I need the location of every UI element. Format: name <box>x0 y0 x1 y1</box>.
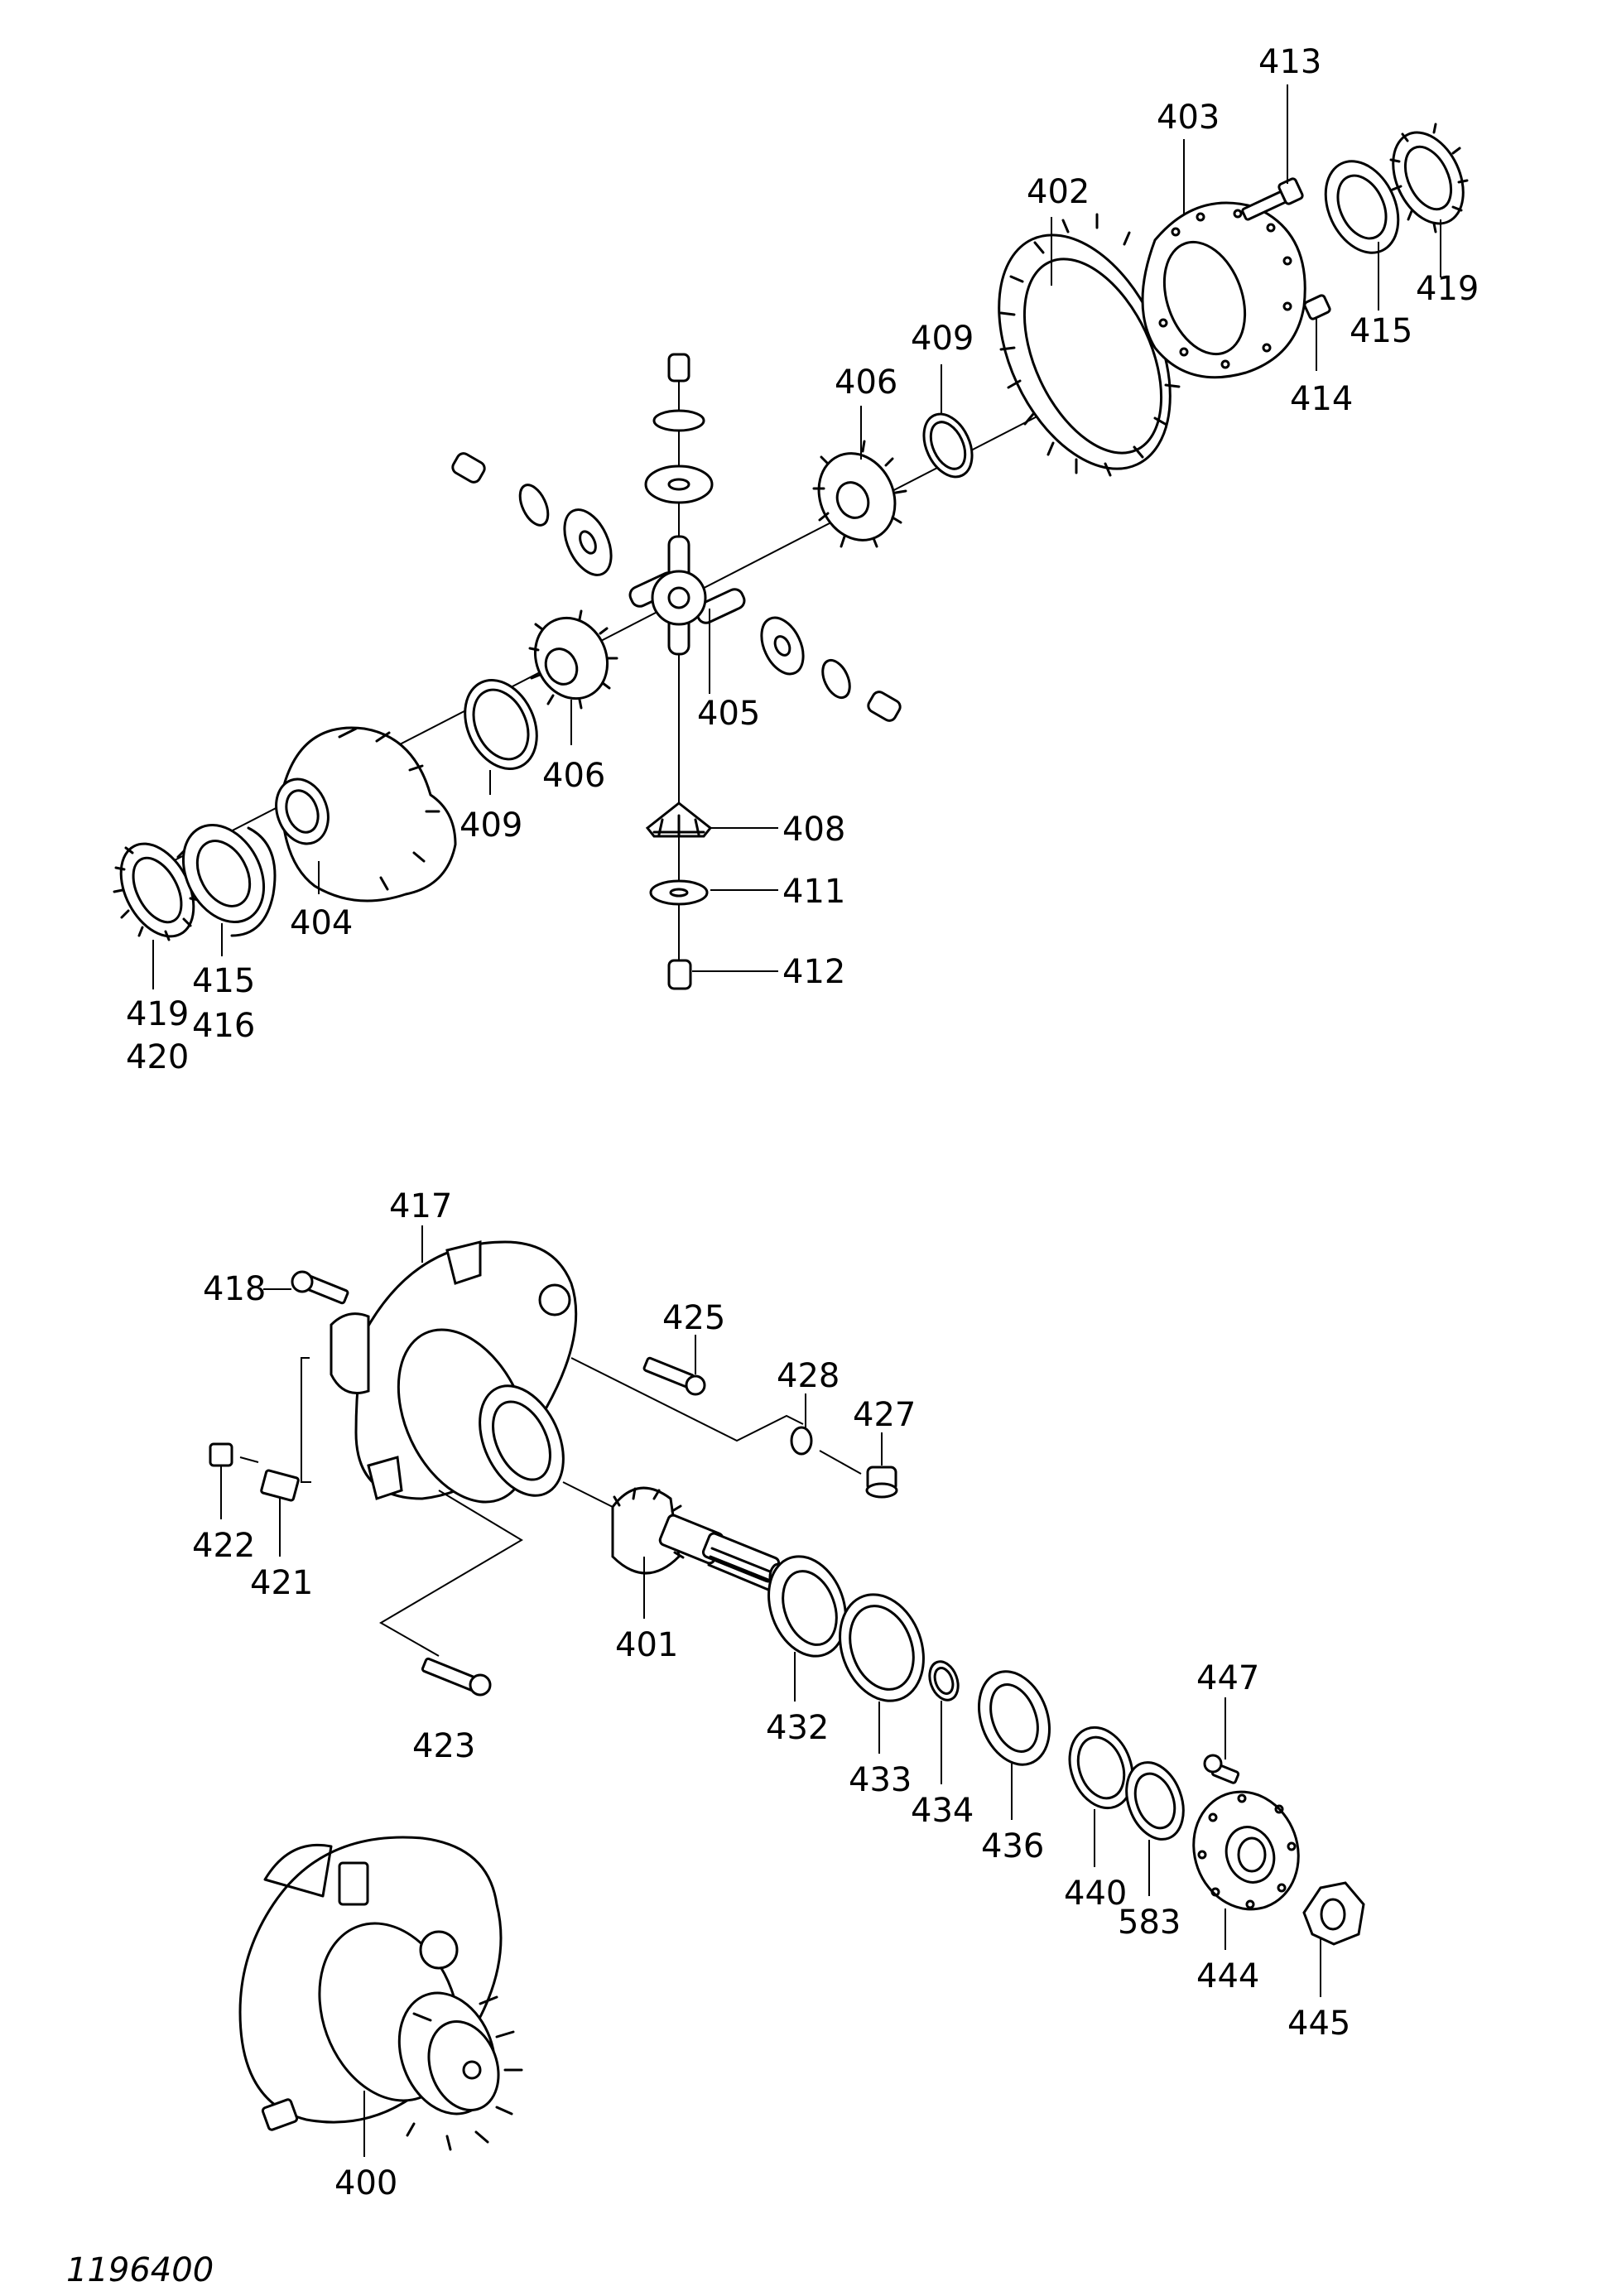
label-447: 447 <box>1196 1659 1259 1697</box>
label-414: 414 <box>1290 380 1353 418</box>
washer-right <box>821 658 851 700</box>
label-418: 418 <box>203 1270 266 1308</box>
label-406-right: 406 <box>835 363 897 402</box>
shim-433 <box>839 1593 925 1702</box>
nut-414 <box>1303 294 1331 320</box>
carrier-assembly <box>209 1240 1365 2151</box>
drain-plug-427 <box>865 1466 898 1499</box>
label-428: 428 <box>777 1357 840 1395</box>
label-415-left: 415 <box>192 962 255 1000</box>
figure-id: 1196400 <box>66 2251 214 2289</box>
label-409-right: 409 <box>911 320 974 358</box>
washer-411 <box>649 879 709 906</box>
ring-gear-402 <box>998 213 1182 477</box>
carrier-assembly-400 <box>238 1836 523 2151</box>
washer-upper <box>652 409 705 432</box>
bearing-432 <box>767 1555 847 1658</box>
label-444: 444 <box>1196 1957 1259 1995</box>
label-406-left: 406 <box>542 757 605 795</box>
label-413: 413 <box>1258 43 1321 81</box>
pin-upper <box>667 353 690 383</box>
label-402: 402 <box>1027 173 1090 211</box>
label-411: 411 <box>782 873 845 911</box>
part-labels: 413 403 402 419 415 409 406 414 405 406 … <box>126 43 1479 2202</box>
label-408: 408 <box>782 811 845 849</box>
label-583: 583 <box>1118 1904 1181 1942</box>
side-gear-406-left <box>528 609 618 710</box>
label-403: 403 <box>1157 99 1220 137</box>
label-419-left: 419 <box>126 995 189 1033</box>
label-404: 404 <box>290 904 353 942</box>
leader-lines <box>152 84 1441 2157</box>
label-400: 400 <box>334 2164 397 2202</box>
label-417: 417 <box>389 1187 452 1225</box>
label-423: 423 <box>412 1727 475 1765</box>
label-445: 445 <box>1287 2005 1350 2043</box>
label-422: 422 <box>192 1527 255 1565</box>
o-ring-428 <box>790 1426 813 1456</box>
side-gear-406-right <box>812 440 907 548</box>
thrust-washer-409-right <box>922 412 974 479</box>
carrier-housing-417 <box>330 1240 578 1504</box>
label-440: 440 <box>1064 1875 1127 1913</box>
pinion-right <box>760 616 805 676</box>
label-412: 412 <box>782 953 845 991</box>
bearing-436 <box>977 1670 1051 1766</box>
washer-440 <box>1068 1726 1134 1810</box>
label-433: 433 <box>849 1761 912 1799</box>
label-425: 425 <box>662 1299 725 1337</box>
lock-plate-421 <box>260 1469 300 1502</box>
pinion-left <box>563 508 613 576</box>
label-415-right: 415 <box>1350 312 1412 350</box>
spider-405 <box>628 535 746 656</box>
label-427: 427 <box>853 1396 916 1434</box>
differential-assembly <box>113 123 1469 990</box>
spacer-434 <box>928 1660 960 1702</box>
label-420: 420 <box>126 1038 189 1076</box>
pin-right <box>867 691 902 722</box>
diff-case-403 <box>1141 201 1306 379</box>
companion-flange-444 <box>1192 1790 1300 1911</box>
label-421: 421 <box>250 1564 313 1602</box>
nut-445 <box>1302 1881 1365 1946</box>
label-401: 401 <box>615 1626 678 1664</box>
bolt-422 <box>209 1442 233 1467</box>
pin-left <box>451 452 486 484</box>
bearing-415-right <box>1324 160 1400 254</box>
pin-412 <box>667 959 692 990</box>
label-409-left: 409 <box>459 806 522 845</box>
label-405: 405 <box>697 695 760 733</box>
label-434: 434 <box>911 1792 974 1830</box>
thrust-washer-409-left <box>464 679 538 770</box>
drive-pinion-401 <box>611 1486 788 1592</box>
locknut-419-right <box>1389 123 1469 233</box>
label-416: 416 <box>192 1007 255 1045</box>
diff-case-404 <box>275 726 457 903</box>
bearing-415-left <box>181 823 277 937</box>
label-419-right: 419 <box>1416 270 1479 308</box>
pinion-upper <box>644 464 714 504</box>
washer-left <box>518 484 550 527</box>
label-432: 432 <box>766 1709 829 1747</box>
oil-seal-583 <box>1125 1761 1185 1841</box>
label-436: 436 <box>981 1827 1044 1865</box>
